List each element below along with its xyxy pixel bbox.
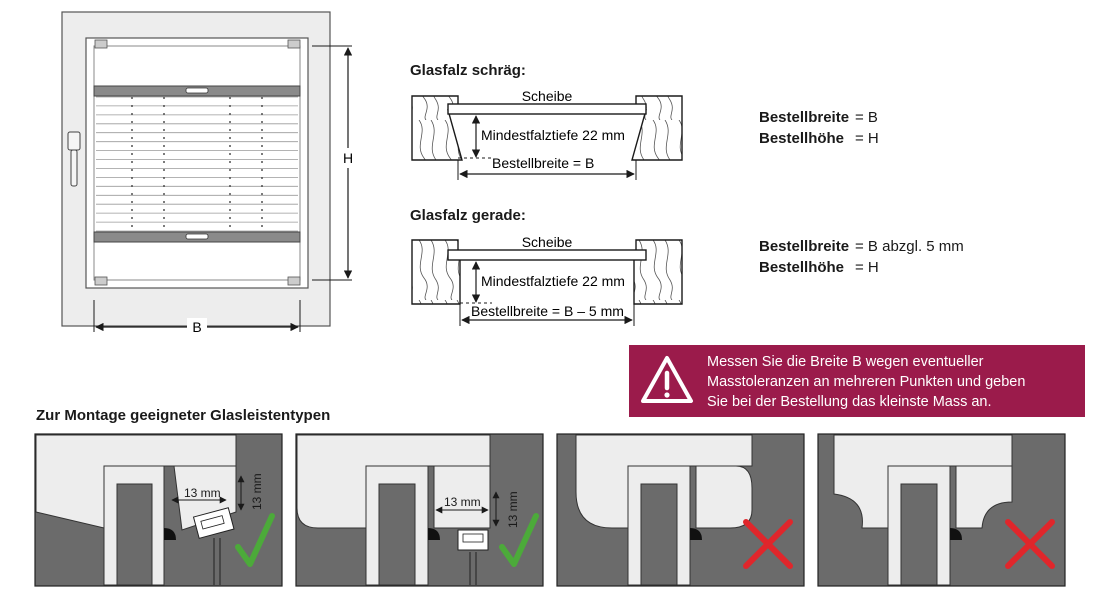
width-order-label: Bestellbreite = B – 5 mm bbox=[471, 303, 624, 319]
order-height-key: Bestellhöhe bbox=[759, 130, 845, 147]
pane-label: Scheibe bbox=[522, 88, 573, 104]
glazing-bead-panel-2: 13 mm 13 mm bbox=[295, 433, 544, 587]
bead-width-label: 13 mm bbox=[184, 486, 221, 500]
order-height-key: Bestellhöhe bbox=[759, 259, 845, 276]
pleated-blind bbox=[96, 96, 298, 232]
rebate-sloped-diagram: Scheibe Mindestfalztiefe 22 mm Bestellbr… bbox=[411, 88, 683, 180]
warning-box: Messen Sie die Breite B wegen eventuelle… bbox=[629, 345, 1085, 417]
order-width-value: = B bbox=[855, 109, 878, 126]
depth-label: Mindestfalztiefe 22 mm bbox=[481, 273, 625, 289]
warning-line-2: Masstoleranzen an mehreren Punkten und g… bbox=[707, 374, 1026, 390]
glass-pane bbox=[447, 249, 647, 261]
warning-line-1: Messen Sie die Breite B wegen eventuelle… bbox=[707, 354, 984, 370]
cross-icon bbox=[743, 519, 793, 569]
section-heading-straight: Glasfalz gerade: bbox=[410, 207, 526, 224]
check-icon bbox=[499, 513, 539, 567]
rebate-straight-diagram: Scheibe Mindestfalztiefe 22 mm Bestellbr… bbox=[411, 234, 683, 326]
section-heading-sloped: Glasfalz schräg: bbox=[410, 62, 526, 79]
warning-triangle-icon bbox=[641, 356, 693, 403]
order-values-sloped: Bestellbreite = B Bestellhöhe = H bbox=[759, 107, 879, 149]
window-handle-icon bbox=[67, 131, 81, 187]
order-height-value: = H bbox=[855, 259, 879, 276]
window-front-view: H B bbox=[61, 11, 358, 336]
glass-pane bbox=[447, 103, 647, 115]
order-width-value: = B abzgl. 5 mm bbox=[855, 238, 964, 255]
bead-width-label: 13 mm bbox=[444, 495, 481, 509]
bead-height-label: 13 mm bbox=[506, 491, 520, 528]
depth-label: Mindestfalztiefe 22 mm bbox=[481, 127, 625, 143]
pane-label: Scheibe bbox=[522, 234, 573, 250]
width-label: B bbox=[192, 319, 201, 335]
order-width-key: Bestellbreite bbox=[759, 109, 850, 126]
glazing-bead-panel-3 bbox=[556, 433, 805, 587]
glazing-bead-panel-4 bbox=[817, 433, 1066, 587]
order-height-value: = H bbox=[855, 130, 879, 147]
order-values-straight: Bestellbreite = B abzgl. 5 mm Bestellhöhe… bbox=[759, 236, 964, 278]
warning-line-3: Sie bei der Bestellung das kleinste Mass… bbox=[707, 394, 992, 410]
glazing-bead-panel-1: 13 mm 13 mm bbox=[34, 433, 283, 587]
glazing-bead-title: Zur Montage geeigneter Glasleistentypen bbox=[36, 407, 331, 424]
check-icon bbox=[235, 513, 275, 567]
cross-icon bbox=[1005, 519, 1055, 569]
order-width-key: Bestellbreite bbox=[759, 238, 850, 255]
height-label: H bbox=[343, 150, 353, 166]
bead-height-label: 13 mm bbox=[250, 473, 264, 510]
width-order-label: Bestellbreite = B bbox=[492, 155, 594, 171]
